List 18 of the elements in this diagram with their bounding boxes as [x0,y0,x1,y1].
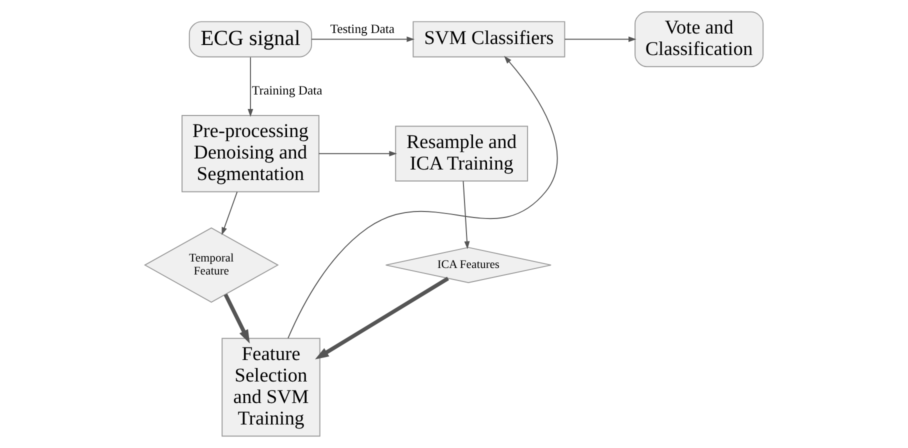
node-box: Pre-processing Denoising and Segmentation [182,115,320,192]
arrow [311,36,415,42]
node-diamond: ICA Features [385,246,552,284]
arrow [248,56,254,117]
edge-label: Training Data [252,83,322,98]
arrow [564,36,636,42]
node-box: Resample and ICA Training [395,126,528,182]
node-box: Feature Selection and SVM Training [222,338,320,437]
arrow [462,180,470,250]
arrow [318,150,398,156]
node-box: Vote and Classification [634,11,764,68]
arrow [222,191,238,236]
edge-label: Testing Data [330,22,395,36]
arrow [288,56,558,339]
node-box: SVM Classifiers [412,21,566,58]
node-box: ECG signal [188,21,312,58]
arrow [315,276,450,360]
arrow [224,294,250,344]
